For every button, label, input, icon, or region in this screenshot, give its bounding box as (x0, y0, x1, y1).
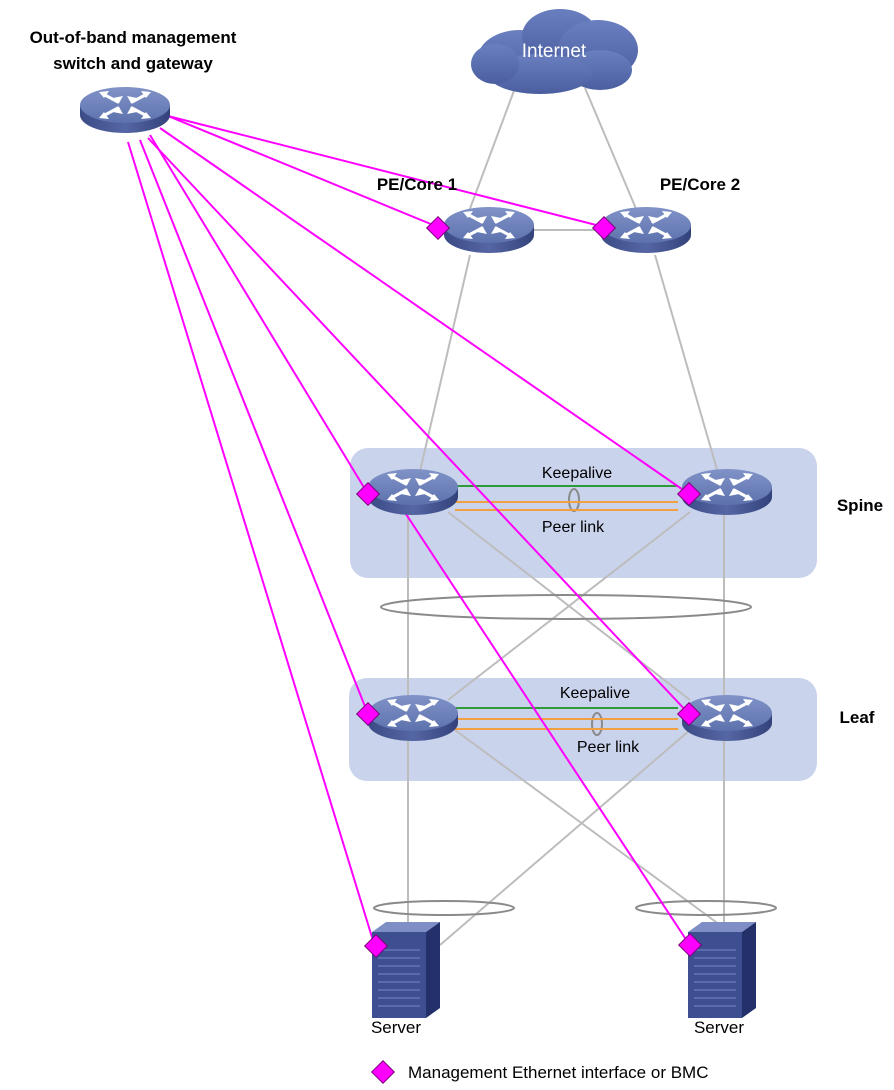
server-right-label: Server (694, 1018, 744, 1037)
server-left-icon (371, 921, 441, 1019)
internet-label: Internet (522, 41, 587, 62)
leaf-peer-link-label: Peer link (577, 739, 640, 756)
oob-title-line2: switch and gateway (53, 54, 213, 73)
cloud-icon (471, 9, 638, 94)
leaf-label: Leaf (840, 708, 875, 727)
pe-core-2-switch-icon (599, 205, 693, 255)
leaf-1-switch-icon (366, 693, 460, 743)
pe-core-1-label: PE/Core 1 (377, 175, 457, 194)
spine-keepalive-label: Keepalive (542, 465, 612, 482)
leaf-inter-links (455, 707, 678, 730)
spine-peer-link-label: Peer link (542, 519, 605, 536)
spine-label: Spine (837, 496, 883, 515)
legend: Management Ethernet interface or BMC (371, 1060, 708, 1084)
leaf-keepalive-label: Keepalive (560, 685, 630, 702)
spine-inter-links (455, 485, 678, 511)
pe-core-1-switch-icon (442, 205, 536, 255)
legend-management-port-icon (371, 1060, 395, 1084)
physical-links (407, 87, 725, 946)
pe-core-2-label: PE/Core 2 (660, 175, 740, 194)
internet-cloud: Internet (471, 9, 638, 94)
legend-label: Management Ethernet interface or BMC (408, 1063, 708, 1082)
server-left-label: Server (371, 1018, 421, 1037)
spine-1-switch-icon (366, 467, 460, 517)
oob-title-line1: Out-of-band management (30, 28, 237, 47)
server-right-icon (687, 921, 757, 1019)
oob-management-switch-icon (78, 85, 172, 135)
management-links (127, 115, 690, 948)
